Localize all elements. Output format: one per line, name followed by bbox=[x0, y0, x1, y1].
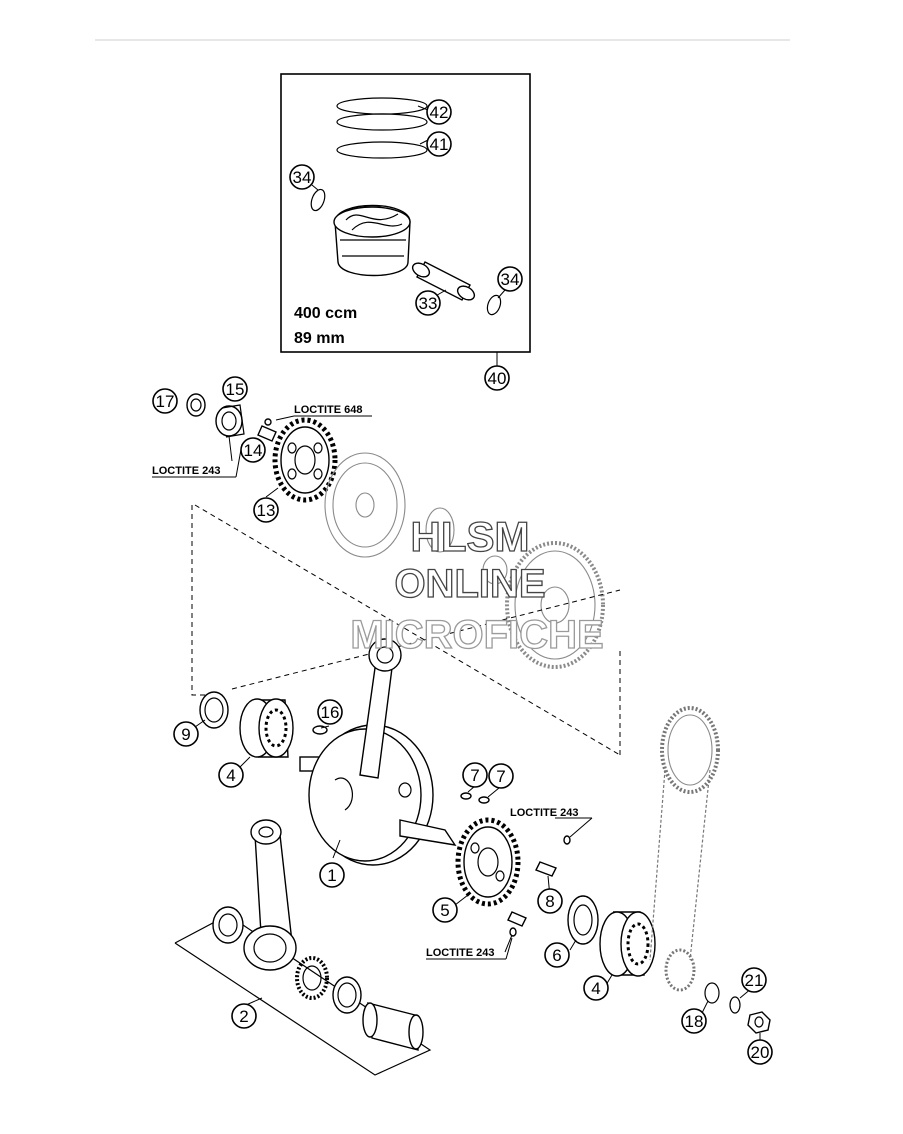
svg-text:15: 15 bbox=[226, 380, 245, 399]
svg-text:7: 7 bbox=[470, 766, 479, 785]
watermark-line3: MICROFICHE bbox=[350, 613, 603, 657]
circlip-34-left bbox=[310, 188, 326, 212]
key-7b bbox=[478, 796, 490, 804]
piston-pin-33 bbox=[411, 261, 476, 301]
needle-bearing bbox=[295, 956, 329, 1000]
callout-14: 14 bbox=[240, 437, 266, 463]
bearing-4-left bbox=[239, 698, 294, 758]
svg-text:14: 14 bbox=[244, 441, 263, 460]
piston-kit-box: 400 ccm 89 mm bbox=[280, 73, 531, 366]
watermark: HLSM ONLINE MICROFICHE bbox=[350, 512, 605, 657]
svg-text:9: 9 bbox=[181, 725, 190, 744]
callout-34-left: 34 bbox=[289, 164, 315, 190]
callout-5: 5 bbox=[432, 897, 458, 923]
conrod-kit bbox=[174, 819, 432, 1076]
nut-20 bbox=[747, 1011, 771, 1034]
svg-text:40: 40 bbox=[488, 369, 507, 388]
svg-text:2: 2 bbox=[239, 1007, 248, 1026]
loctite-243-left-label: LOCTITE 243 bbox=[152, 465, 220, 477]
svg-text:13: 13 bbox=[257, 501, 276, 520]
gear-13 bbox=[272, 417, 338, 503]
bolt-14 bbox=[257, 425, 277, 442]
callout-17: 17 bbox=[152, 388, 178, 414]
svg-text:1: 1 bbox=[327, 866, 336, 885]
callout-1: 1 bbox=[319, 862, 345, 888]
callout-42: 42 bbox=[426, 99, 452, 125]
svg-text:7: 7 bbox=[496, 767, 505, 786]
svg-text:8: 8 bbox=[545, 892, 554, 911]
svg-text:42: 42 bbox=[430, 103, 449, 122]
svg-text:16: 16 bbox=[321, 703, 340, 722]
seal-9 bbox=[199, 691, 229, 729]
loctite-243-right-top-label: LOCTITE 243 bbox=[510, 807, 578, 819]
callout-40: 40 bbox=[484, 365, 510, 391]
callout-41: 41 bbox=[426, 131, 452, 157]
spec-displacement: 400 ccm bbox=[294, 305, 357, 322]
svg-text:4: 4 bbox=[226, 766, 235, 785]
callout-33: 33 bbox=[415, 290, 441, 316]
callout-7-left: 7 bbox=[462, 762, 488, 788]
spacer-6 bbox=[567, 895, 599, 945]
svg-text:20: 20 bbox=[751, 1043, 770, 1062]
left-seal-group bbox=[186, 393, 338, 503]
crankshaft bbox=[299, 638, 457, 866]
callout-34-right: 34 bbox=[497, 266, 523, 292]
svg-text:6: 6 bbox=[552, 946, 561, 965]
svg-text:5: 5 bbox=[440, 901, 449, 920]
callout-13: 13 bbox=[253, 497, 279, 523]
callout-18: 18 bbox=[681, 1008, 707, 1034]
key-7a bbox=[460, 792, 472, 800]
svg-text:33: 33 bbox=[419, 294, 438, 313]
callout-20: 20 bbox=[747, 1039, 773, 1065]
key-16 bbox=[312, 725, 328, 735]
seal-17 bbox=[186, 393, 206, 417]
piston-ring-41 bbox=[336, 113, 428, 131]
callout-9: 9 bbox=[173, 721, 199, 747]
svg-text:17: 17 bbox=[156, 392, 175, 411]
ghost-rotor bbox=[324, 452, 605, 669]
bearing-15 bbox=[215, 405, 243, 437]
watermark-line1: HLSM bbox=[411, 513, 530, 560]
circlip-34-right bbox=[486, 294, 502, 316]
callout-8: 8 bbox=[537, 888, 563, 914]
svg-text:34: 34 bbox=[293, 168, 312, 187]
svg-text:34: 34 bbox=[501, 270, 520, 289]
left-bearing-group bbox=[194, 691, 294, 768]
bolt-8-upper bbox=[535, 861, 557, 877]
svg-text:4: 4 bbox=[591, 979, 600, 998]
piston-ring-41b bbox=[336, 141, 428, 159]
ghost-timing-chain bbox=[649, 706, 720, 992]
spec-bore: 89 mm bbox=[294, 330, 345, 347]
bearing-4-right bbox=[599, 911, 656, 977]
callout-21: 21 bbox=[741, 967, 767, 993]
callout-7-right: 7 bbox=[488, 763, 514, 789]
callout-16: 16 bbox=[317, 699, 343, 725]
svg-text:18: 18 bbox=[685, 1012, 704, 1031]
svg-text:41: 41 bbox=[430, 135, 449, 154]
bolt-8-lower bbox=[507, 911, 527, 927]
crank-pin bbox=[362, 1002, 424, 1051]
gear-5 bbox=[455, 817, 521, 907]
loctite-648-label: LOCTITE 648 bbox=[294, 404, 362, 416]
washer-18 bbox=[704, 982, 720, 1004]
callout-4-left: 4 bbox=[218, 762, 244, 788]
watermark-line2: ONLINE bbox=[394, 562, 545, 606]
washer-21 bbox=[729, 996, 741, 1014]
callout-6: 6 bbox=[544, 942, 570, 968]
svg-text:21: 21 bbox=[745, 971, 764, 990]
ghost-starter-gear bbox=[505, 541, 605, 669]
loctite-243-right-bottom-label: LOCTITE 243 bbox=[426, 947, 494, 959]
callout-15: 15 bbox=[222, 376, 248, 402]
piston bbox=[333, 204, 411, 277]
callout-2: 2 bbox=[231, 1003, 257, 1029]
callout-4-right: 4 bbox=[583, 975, 609, 1001]
